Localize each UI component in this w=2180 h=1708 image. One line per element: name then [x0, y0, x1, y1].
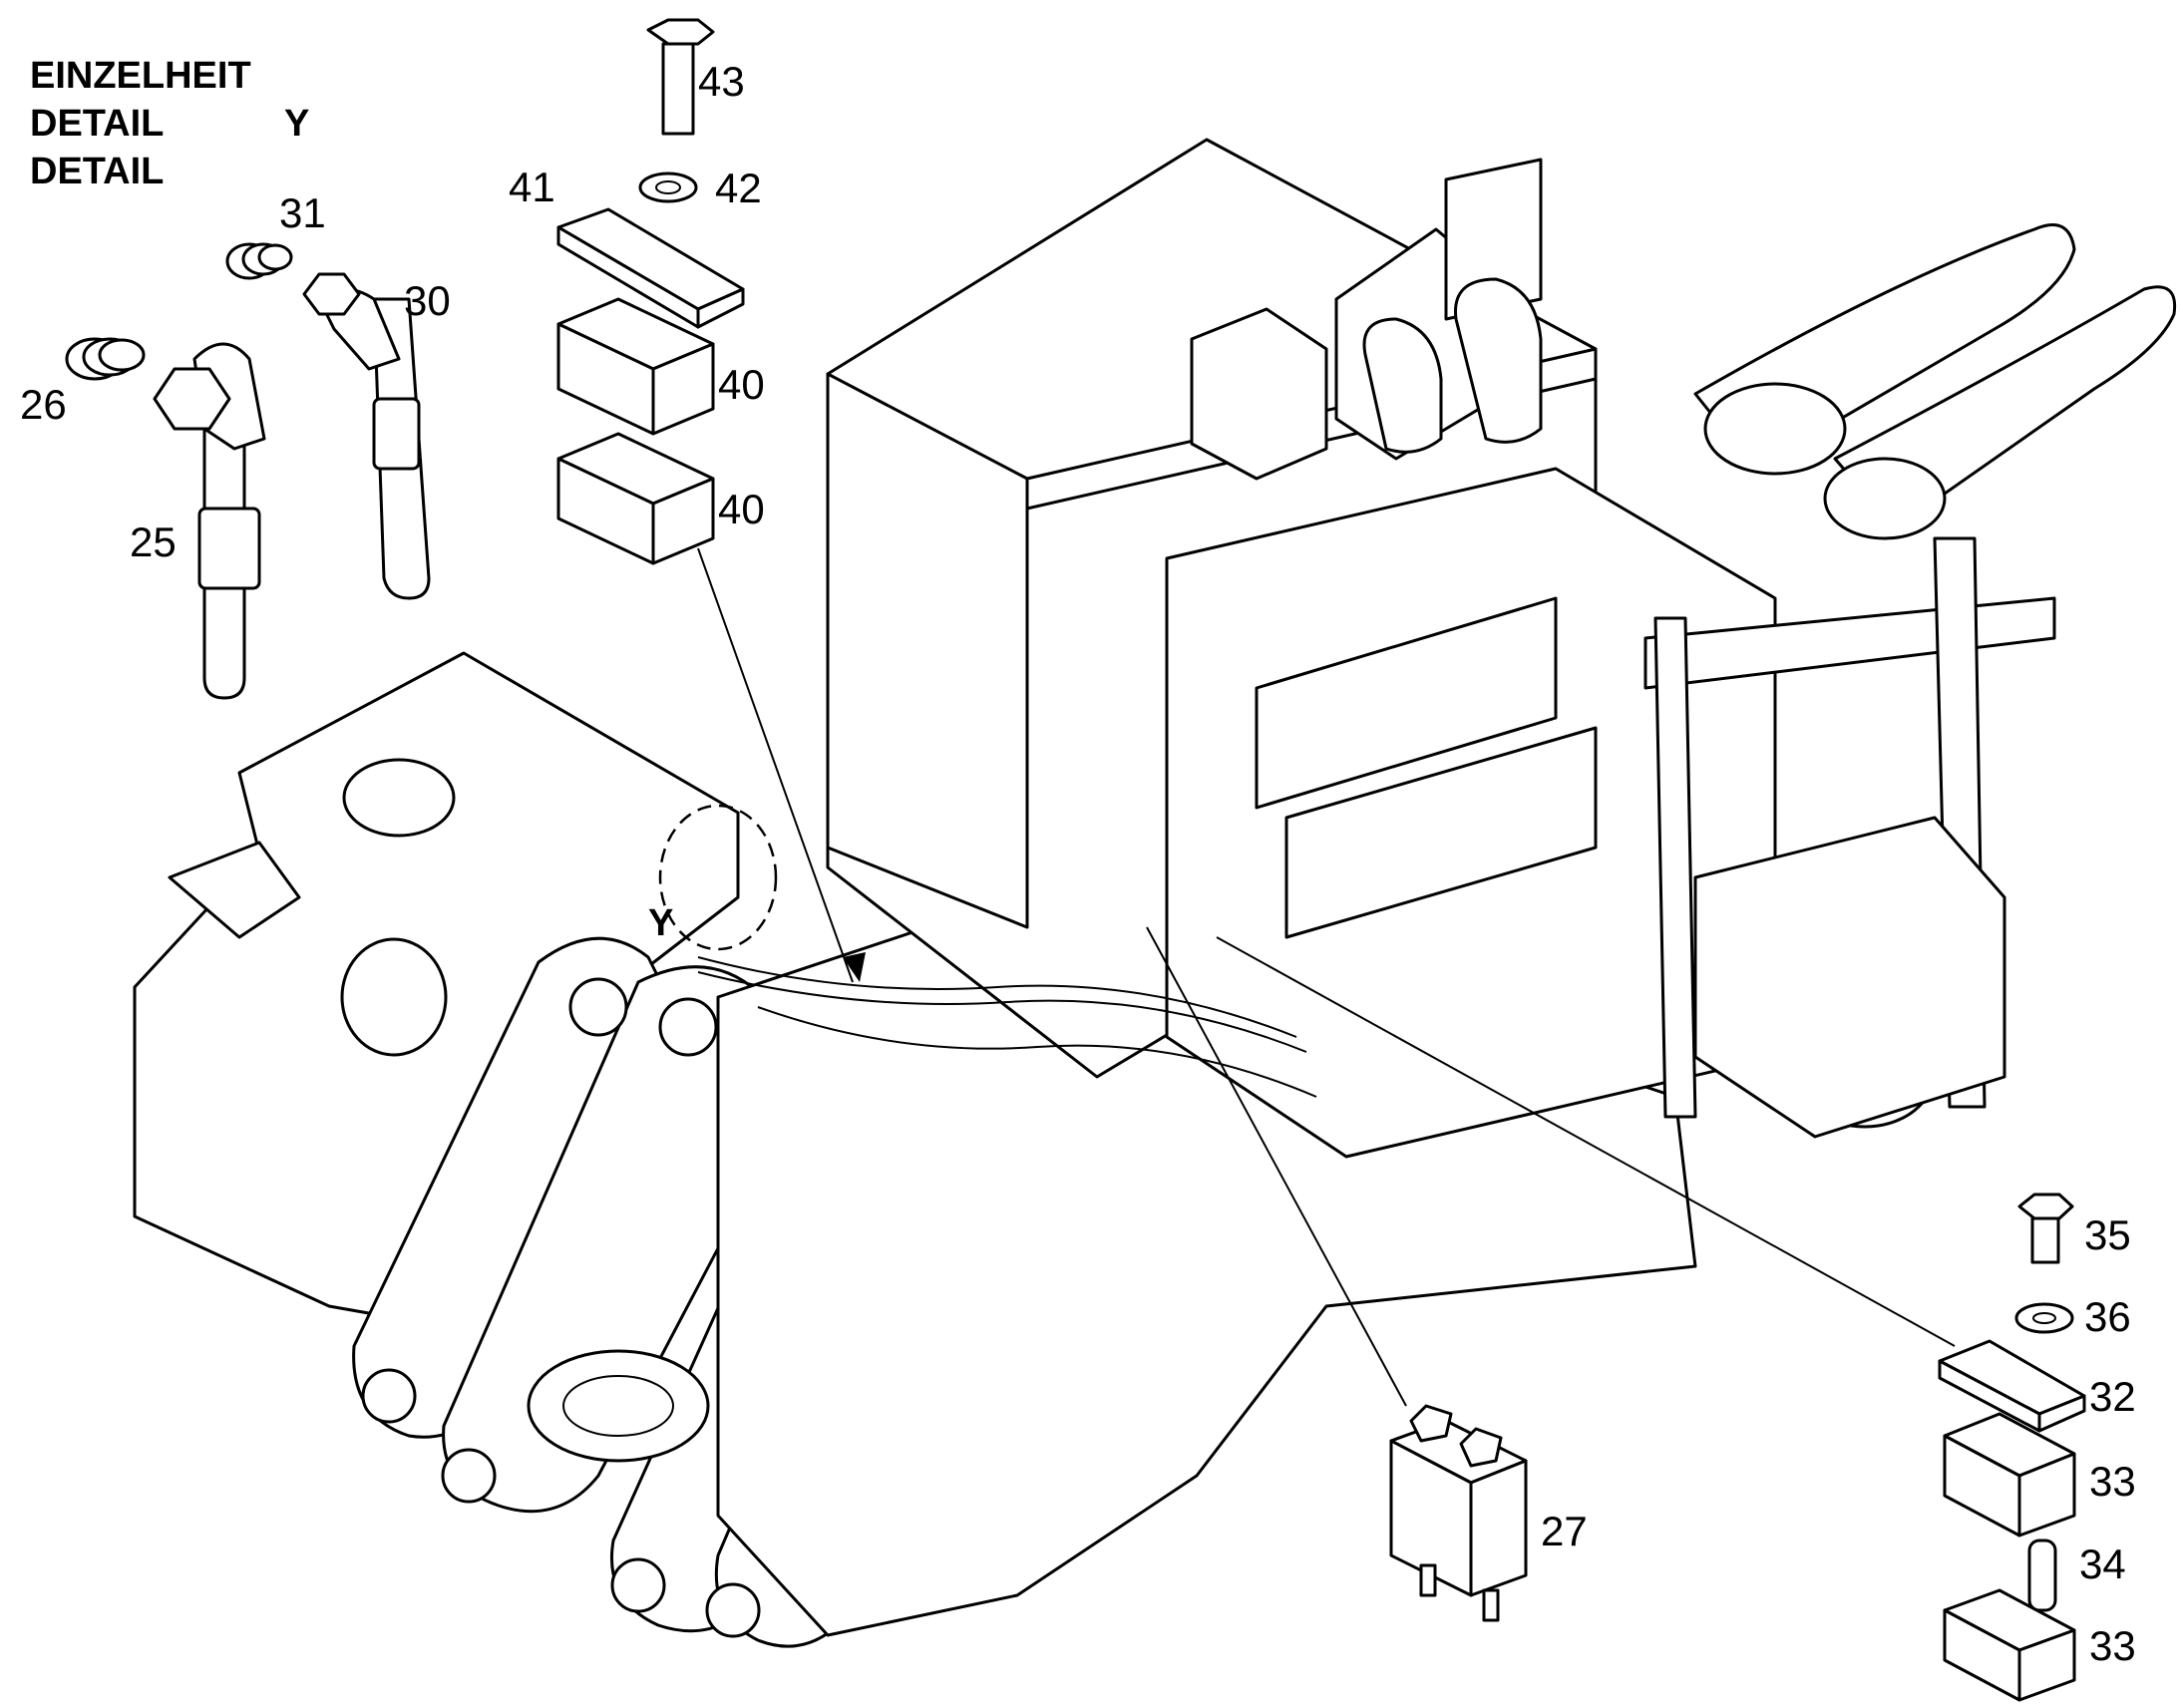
- detail-y-circle: Y: [648, 804, 778, 951]
- washer-36: [2014, 1302, 2074, 1334]
- callout-33-lower: 33: [2089, 1622, 2136, 1669]
- callout-numbers: 43 42 41 40 40 31 30 26 25 27 35 36 32 3…: [20, 58, 2136, 1669]
- title-line-detail-2: DETAIL: [30, 151, 164, 192]
- bolt-43: [646, 18, 715, 136]
- bolt-35: [2017, 1193, 2074, 1264]
- detail-title-block: EINZELHEIT DETAIL DETAIL Y: [30, 55, 309, 192]
- washer-42: [638, 171, 698, 203]
- callout-40-upper: 40: [718, 361, 765, 408]
- callout-31: 31: [279, 189, 326, 236]
- callout-34: 34: [2079, 1540, 2126, 1587]
- fitting-31: [225, 242, 293, 280]
- hose-25: [153, 342, 266, 700]
- callout-32: 32: [2089, 1373, 2136, 1420]
- callout-42: 42: [715, 165, 762, 211]
- clamp-half-40-upper: [556, 297, 715, 436]
- callout-35: 35: [2084, 1211, 2131, 1258]
- callout-30: 30: [404, 277, 451, 324]
- clamp-half-40-lower: [556, 432, 715, 565]
- callout-27: 27: [1541, 1508, 1588, 1554]
- hose-30: [302, 272, 431, 600]
- leader-lines: [697, 547, 1956, 1407]
- double-clamp-27: [1389, 1404, 1528, 1622]
- title-line-einzelheit: EINZELHEIT: [30, 55, 251, 97]
- machine-frame-assembly: [133, 138, 2177, 1648]
- detail-marker: Y: [284, 103, 309, 145]
- callout-25: 25: [130, 518, 177, 565]
- dowel-34: [2027, 1538, 2057, 1612]
- clamp-half-33-upper: [1943, 1412, 2076, 1537]
- callout-36: 36: [2084, 1293, 2131, 1340]
- callout-41: 41: [509, 164, 555, 210]
- callout-40-lower: 40: [718, 486, 765, 532]
- callout-43: 43: [698, 58, 745, 105]
- callout-26: 26: [20, 381, 67, 428]
- callout-33-upper: 33: [2089, 1458, 2136, 1505]
- plate-41: [556, 207, 745, 329]
- fitting-26: [65, 337, 146, 381]
- title-line-detail-1: DETAIL: [30, 103, 164, 145]
- view-marker-y: Y: [648, 902, 673, 944]
- plate-32: [1938, 1339, 2086, 1433]
- clamp-half-33-lower: [1943, 1588, 2076, 1702]
